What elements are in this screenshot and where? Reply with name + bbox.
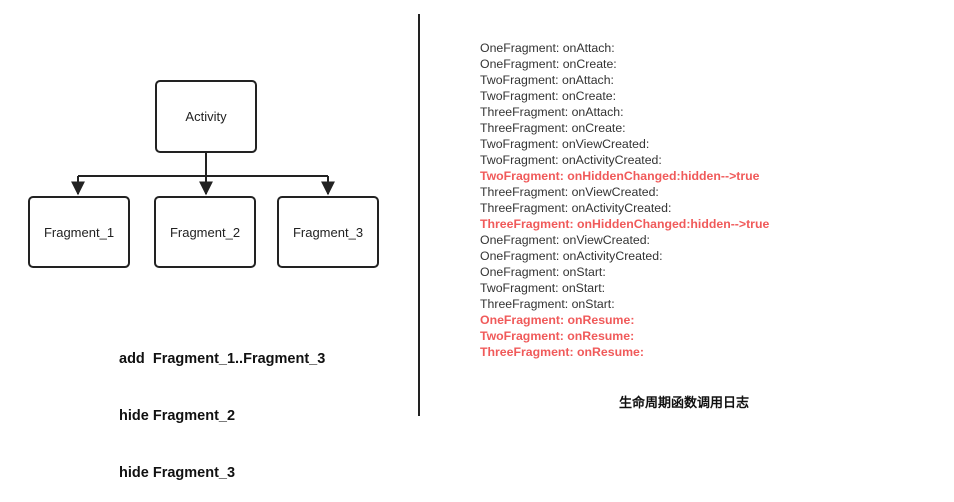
fragment-3-node: Fragment_3	[277, 196, 379, 268]
log-line: OneFragment: onStart:	[480, 265, 606, 279]
connectors	[71, 152, 335, 196]
activity-node-label: Activity	[185, 109, 227, 124]
fragment-2-node: Fragment_2	[154, 196, 256, 268]
note-line-hide-3: hide Fragment_3	[119, 465, 236, 481]
log-line: TwoFragment: onStart:	[480, 281, 606, 295]
log-line: OneFragment: onAttach:	[480, 41, 615, 55]
log-line: ThreeFragment: onHiddenChanged:hidden-->…	[480, 217, 770, 231]
log-line: ThreeFragment: onResume:	[480, 345, 644, 359]
fragment-2-node-label: Fragment_2	[170, 225, 240, 240]
vertical-divider	[418, 14, 420, 416]
activity-node-box	[155, 80, 257, 153]
operation-notes: add Fragment_1..Fragment_3 hide Fragment…	[119, 312, 325, 502]
log-line: OneFragment: onCreate:	[480, 57, 617, 71]
fragment-1-node-box	[28, 196, 130, 268]
lifecycle-log: OneFragment: onAttach: OneFragment: onCre…	[480, 40, 769, 360]
fragment-1-node-label: Fragment_1	[44, 225, 114, 240]
note-line-hide-2: hide Fragment_2	[119, 408, 236, 424]
log-line: OneFragment: onActivityCreated:	[480, 249, 663, 263]
log-line: TwoFragment: onHiddenChanged:hidden-->tr…	[480, 169, 760, 183]
log-line: OneFragment: onViewCreated:	[480, 233, 650, 247]
log-line: ThreeFragment: onStart:	[480, 297, 615, 311]
fragment-3-node-box	[277, 196, 379, 268]
log-line: ThreeFragment: onActivityCreated:	[480, 201, 672, 215]
log-line: TwoFragment: onResume:	[480, 329, 635, 343]
log-line: ThreeFragment: onAttach:	[480, 105, 624, 119]
note-line-add: add Fragment_1..Fragment_3	[119, 351, 326, 367]
activity-node: Activity	[155, 80, 257, 153]
log-line: ThreeFragment: onCreate:	[480, 121, 626, 135]
log-line: TwoFragment: onActivityCreated:	[480, 153, 662, 167]
fragment-3-node-label: Fragment_3	[293, 225, 363, 240]
fragment-1-node: Fragment_1	[28, 196, 130, 268]
fragment-2-node-box	[154, 196, 256, 268]
log-line: OneFragment: onResume:	[480, 313, 635, 327]
log-line: TwoFragment: onAttach:	[480, 73, 614, 87]
log-line: TwoFragment: onCreate:	[480, 89, 617, 103]
hierarchy-diagram: Activity Fragment_1 Fragment_2 Fragment_…	[28, 80, 379, 268]
log-line: ThreeFragment: onViewCreated:	[480, 185, 659, 199]
log-line: TwoFragment: onViewCreated:	[480, 137, 650, 151]
log-caption: 生命周期函数调用日志	[619, 395, 750, 410]
